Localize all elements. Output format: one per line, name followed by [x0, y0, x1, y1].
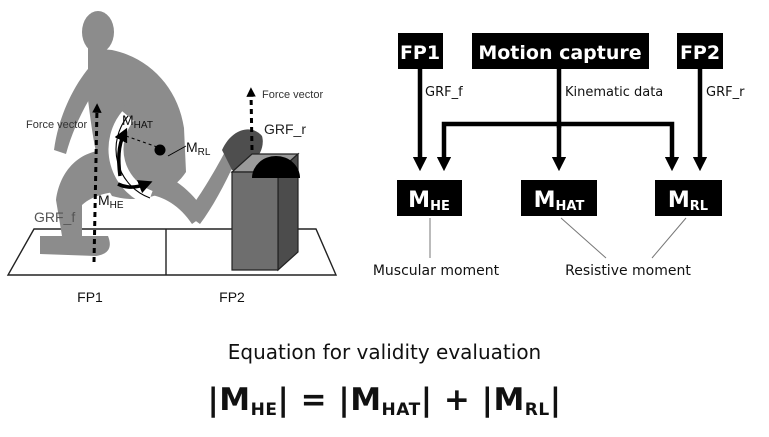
edge-label-grf-f: GRF_f	[425, 85, 463, 100]
support-box	[230, 152, 300, 272]
eq-term-2-subscript: HAT	[381, 400, 421, 420]
joint-center-dot	[154, 144, 166, 156]
force-vector-rear-arrow	[246, 87, 256, 151]
force-plate-outline	[6, 228, 338, 276]
node-m-rl	[655, 180, 722, 216]
edge-label-kinematic: Kinematic data	[565, 85, 663, 100]
node-motion-capture	[472, 33, 649, 69]
m-hat-label: MHAT	[122, 112, 153, 131]
eq-term-1-symbol: M	[219, 382, 251, 418]
node-m-hat	[521, 180, 597, 216]
abs-bar: |	[420, 382, 433, 418]
annotation-resistive-moment: Resistive moment	[565, 263, 691, 279]
moment-arrow-hat	[114, 127, 128, 177]
edge-label-grf-r: GRF_r	[706, 85, 745, 100]
force-vector-label-left: Force vector	[26, 119, 87, 131]
head	[82, 11, 114, 53]
mrl-leader-line	[167, 145, 187, 157]
box-front	[231, 171, 279, 271]
illustration: Force vector Force vector GRF_f GRF_r MH…	[6, 11, 338, 305]
annotation-muscular-moment: Muscular moment	[373, 263, 500, 279]
node-m-hat-label: MHAT	[534, 188, 585, 214]
node-fp2-label: FP2	[680, 42, 720, 64]
abs-bar: |	[207, 382, 220, 418]
grf-f-label: GRF_f	[34, 209, 75, 225]
abs-bar: |	[549, 382, 562, 418]
plus-sign: +	[432, 382, 482, 418]
front-thigh	[186, 150, 236, 224]
m-rl-label: MRL	[186, 139, 211, 158]
moment-arm-line	[125, 135, 161, 149]
person-silhouette	[40, 11, 236, 256]
node-fp1-label: FP1	[400, 42, 440, 64]
equals-sign: =	[289, 382, 339, 418]
rear-foot	[40, 236, 110, 256]
m-he-label: MHE	[98, 192, 124, 211]
node-fp1	[398, 33, 443, 69]
node-m-rl-label: MRL	[668, 188, 708, 214]
eq-term-2-symbol: M	[350, 382, 382, 418]
rear-arm	[54, 60, 104, 154]
eq-term-1-subscript: HE	[250, 400, 278, 420]
force-vector-front-arrow	[92, 103, 102, 263]
fp2-label: FP2	[219, 289, 245, 305]
validity-equation: |MHE| = |MHAT| + |MRL|	[0, 382, 769, 420]
abs-bar: |	[481, 382, 494, 418]
node-m-he-label: MHE	[408, 188, 450, 214]
node-m-he	[397, 180, 462, 216]
grf-r-label: GRF_r	[264, 121, 306, 137]
eq-term-3-symbol: M	[493, 382, 525, 418]
abs-bar: |	[277, 382, 290, 418]
force-plates	[6, 228, 338, 276]
foot-support-dome	[252, 156, 300, 178]
fp1-label: FP1	[77, 289, 103, 305]
node-motion-capture-label: Motion capture	[478, 42, 641, 64]
moment-geometry	[108, 111, 187, 206]
leader-resistive-rl	[651, 217, 687, 259]
node-fp2	[677, 33, 723, 69]
leader-resistive-hat	[560, 217, 607, 259]
eq-term-3-subscript: RL	[524, 400, 550, 420]
force-vector-label-right: Force vector	[262, 89, 323, 101]
abs-bar: |	[338, 382, 351, 418]
moment-arrow-he	[117, 180, 153, 194]
flow-diagram: FP1 Motion capture FP2 GRF_f Kinematic d…	[373, 33, 745, 279]
equation-title: Equation for validity evaluation	[227, 340, 542, 364]
